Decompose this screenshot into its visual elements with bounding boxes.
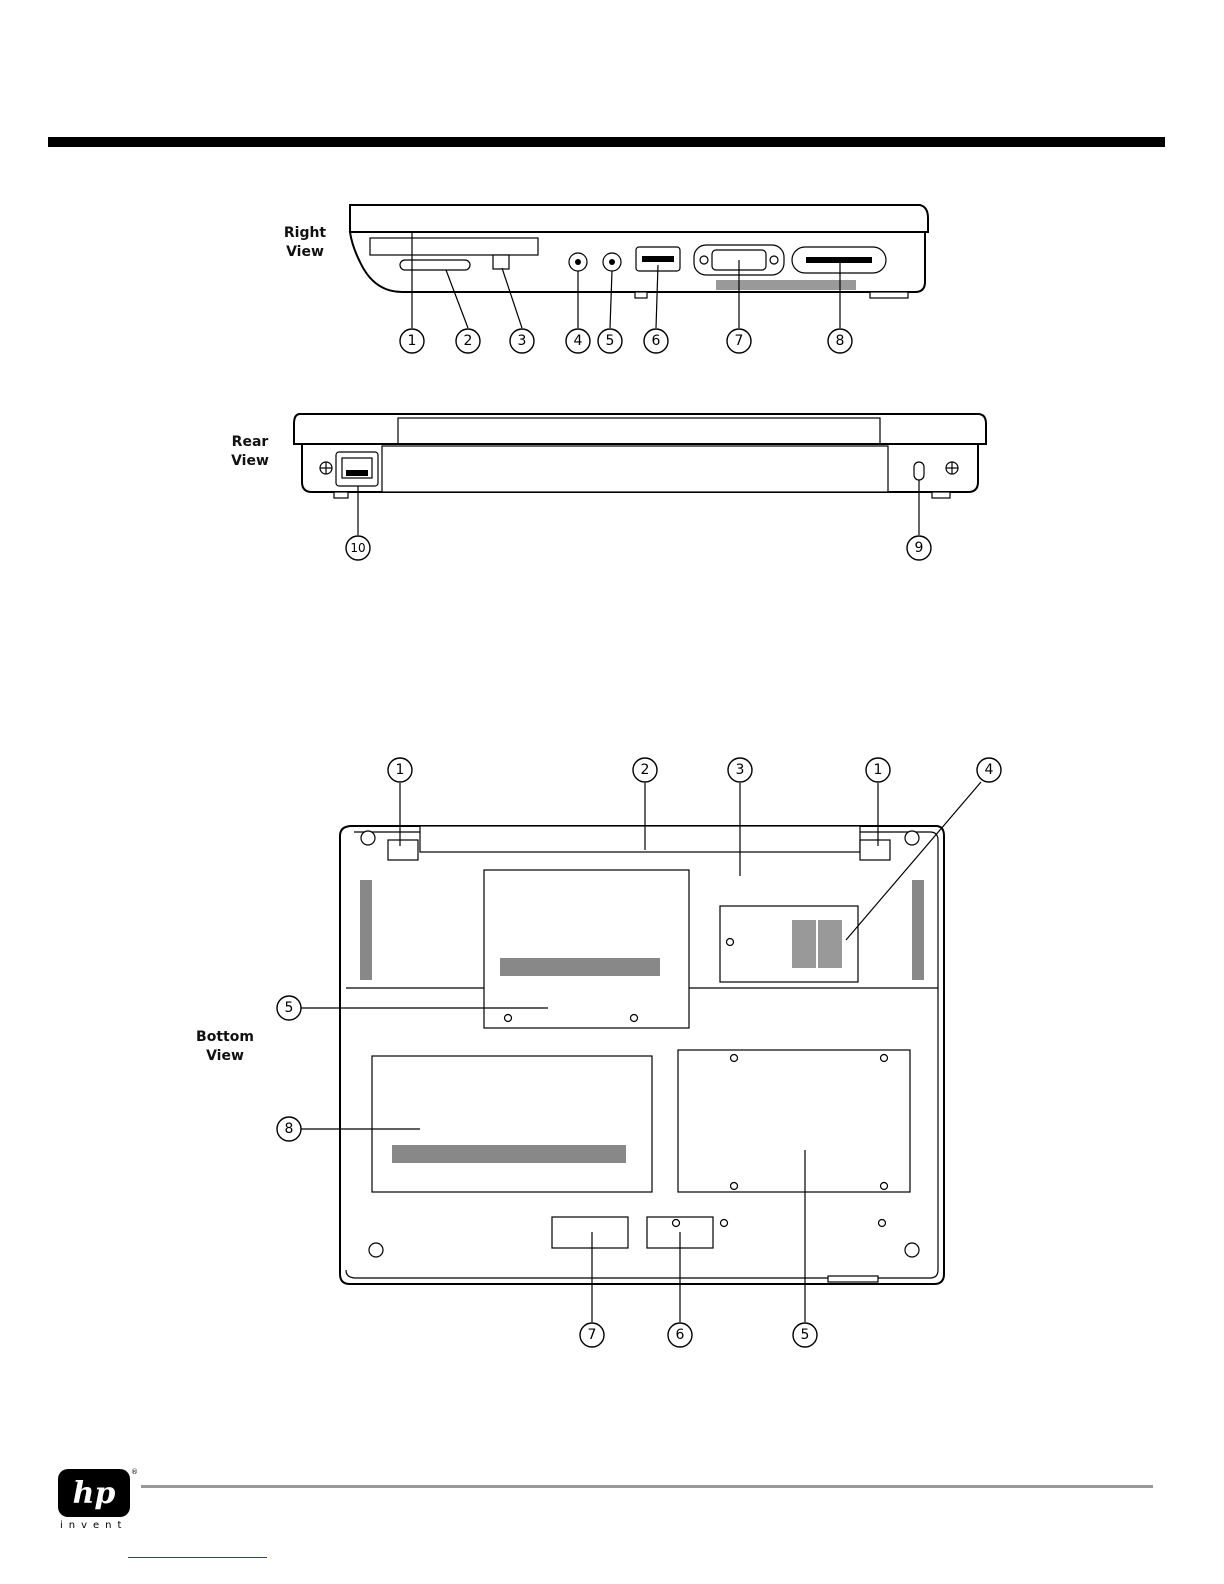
bottom-callout-4: 4 — [977, 758, 1001, 782]
svg-text:5: 5 — [801, 1327, 810, 1343]
bottom-callout-6: 6 — [668, 1323, 692, 1347]
right-callout-7: 7 — [727, 329, 751, 353]
right-callout-1: 1 — [400, 329, 424, 353]
bottom-callout-3: 3 — [728, 758, 752, 782]
right-view-drawing — [350, 205, 928, 298]
svg-text:7: 7 — [735, 333, 744, 349]
footer-link-underline[interactable] — [128, 1557, 267, 1558]
svg-text:4: 4 — [985, 762, 994, 778]
svg-text:6: 6 — [652, 333, 661, 349]
svg-text:3: 3 — [518, 333, 527, 349]
bottom-callout-5-bottom: 5 — [793, 1323, 817, 1347]
svg-text:4: 4 — [574, 333, 583, 349]
svg-text:3: 3 — [736, 762, 745, 778]
rear-callout-10: 10 — [346, 536, 370, 560]
bottom-callout-1b: 1 — [866, 758, 890, 782]
rear-view-drawing — [294, 414, 986, 498]
svg-text:6: 6 — [676, 1327, 685, 1343]
logo-tagline: invent — [60, 1520, 132, 1531]
svg-text:10: 10 — [350, 541, 365, 555]
bottom-callout-8: 8 — [277, 1117, 301, 1141]
svg-text:1: 1 — [408, 333, 417, 349]
right-callout-3: 3 — [510, 329, 534, 353]
right-callout-4: 4 — [566, 329, 590, 353]
svg-text:8: 8 — [836, 333, 845, 349]
right-callout-8: 8 — [828, 329, 852, 353]
right-callout-2: 2 — [456, 329, 480, 353]
right-callout-5: 5 — [598, 329, 622, 353]
registered-mark: ® — [131, 1468, 138, 1476]
svg-text:1: 1 — [874, 762, 883, 778]
bottom-callout-1a: 1 — [388, 758, 412, 782]
svg-text:7: 7 — [588, 1327, 597, 1343]
bottom-callout-7: 7 — [580, 1323, 604, 1347]
bottom-callout-5-left: 5 — [277, 996, 301, 1020]
hp-logo: hp — [58, 1469, 130, 1517]
bottom-view-drawing — [340, 826, 944, 1284]
footer-rule — [141, 1485, 1153, 1488]
svg-text:8: 8 — [285, 1121, 294, 1137]
svg-text:1: 1 — [396, 762, 405, 778]
svg-text:2: 2 — [464, 333, 473, 349]
svg-text:2: 2 — [641, 762, 650, 778]
svg-text:9: 9 — [915, 540, 924, 556]
rear-callout-9: 9 — [907, 536, 931, 560]
bottom-callout-2: 2 — [633, 758, 657, 782]
right-callout-6: 6 — [644, 329, 668, 353]
svg-text:5: 5 — [606, 333, 615, 349]
svg-text:5: 5 — [285, 1000, 294, 1016]
